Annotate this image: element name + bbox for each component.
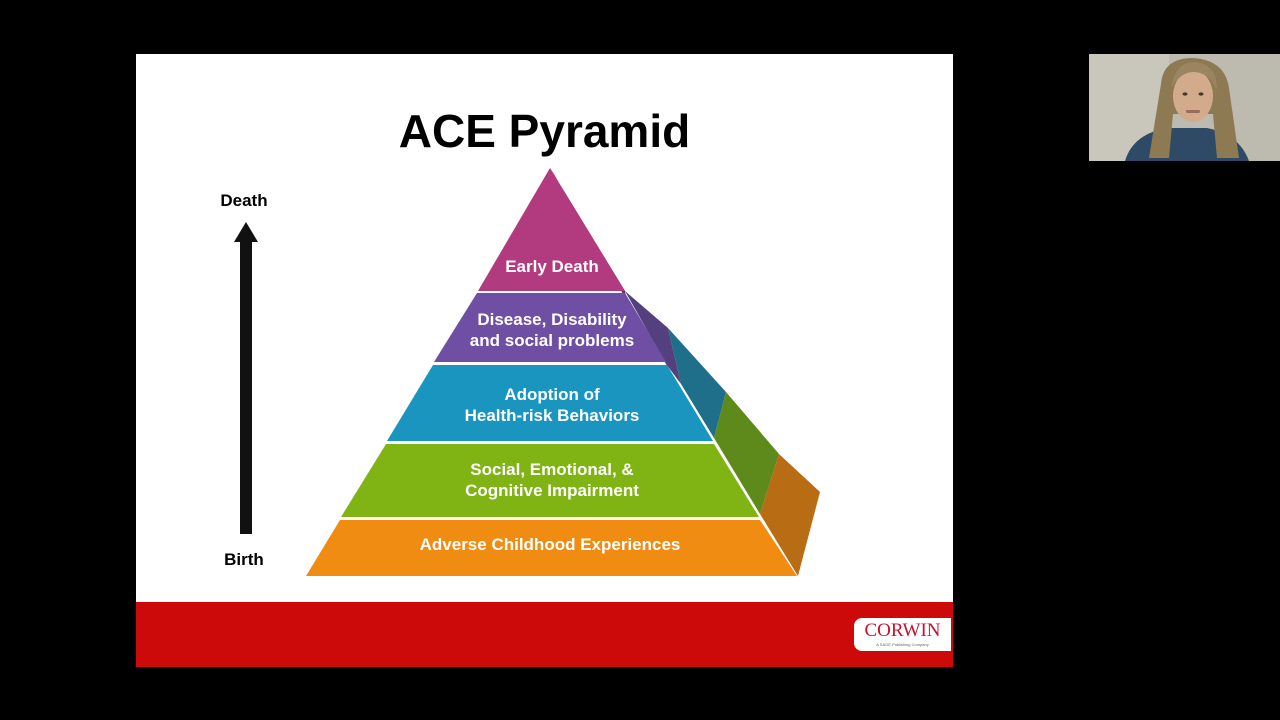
tier-5-label: Adverse Childhood Experiences (419, 535, 681, 554)
ace-pyramid (306, 168, 820, 576)
pyramid-tier-5 (306, 520, 797, 576)
pyramid-tier-2 (434, 293, 666, 362)
pyramid-side-tier-2 (625, 291, 681, 384)
pyramid-side-tier-5 (760, 454, 820, 576)
slide: ACE Pyramid Death Birth Early Death Dise… (136, 54, 953, 667)
presenter-video-frame (1089, 54, 1280, 161)
corwin-logo: CORWIN A SAGE Publishing Company (854, 618, 951, 651)
tier-3-label: Adoption of Health-risk Behaviors (464, 385, 640, 425)
axis-label-top: Death (220, 191, 268, 210)
up-arrow-icon (234, 222, 258, 534)
axis-label-bottom: Birth (224, 550, 264, 569)
tier-2-label: Disease, Disability and social problems (469, 310, 635, 350)
pyramid-tier-1 (478, 168, 625, 291)
tier-1-label: Early Death (505, 257, 599, 276)
pyramid-side-tier-3 (668, 328, 726, 438)
presenter-webcam-thumbnail[interactable] (1089, 54, 1280, 161)
pyramid-tier-3 (387, 365, 713, 441)
tier-4-label: Social, Emotional, & Cognitive Impairmen… (465, 460, 639, 500)
pyramid-tier-4 (341, 444, 759, 517)
slide-footer-band (136, 602, 953, 667)
corwin-logo-tagline: A SAGE Publishing Company (876, 642, 929, 647)
slide-title: ACE Pyramid (398, 105, 691, 157)
corwin-logo-word: CORWIN (864, 620, 941, 641)
pyramid-side-tier-4 (714, 392, 779, 514)
